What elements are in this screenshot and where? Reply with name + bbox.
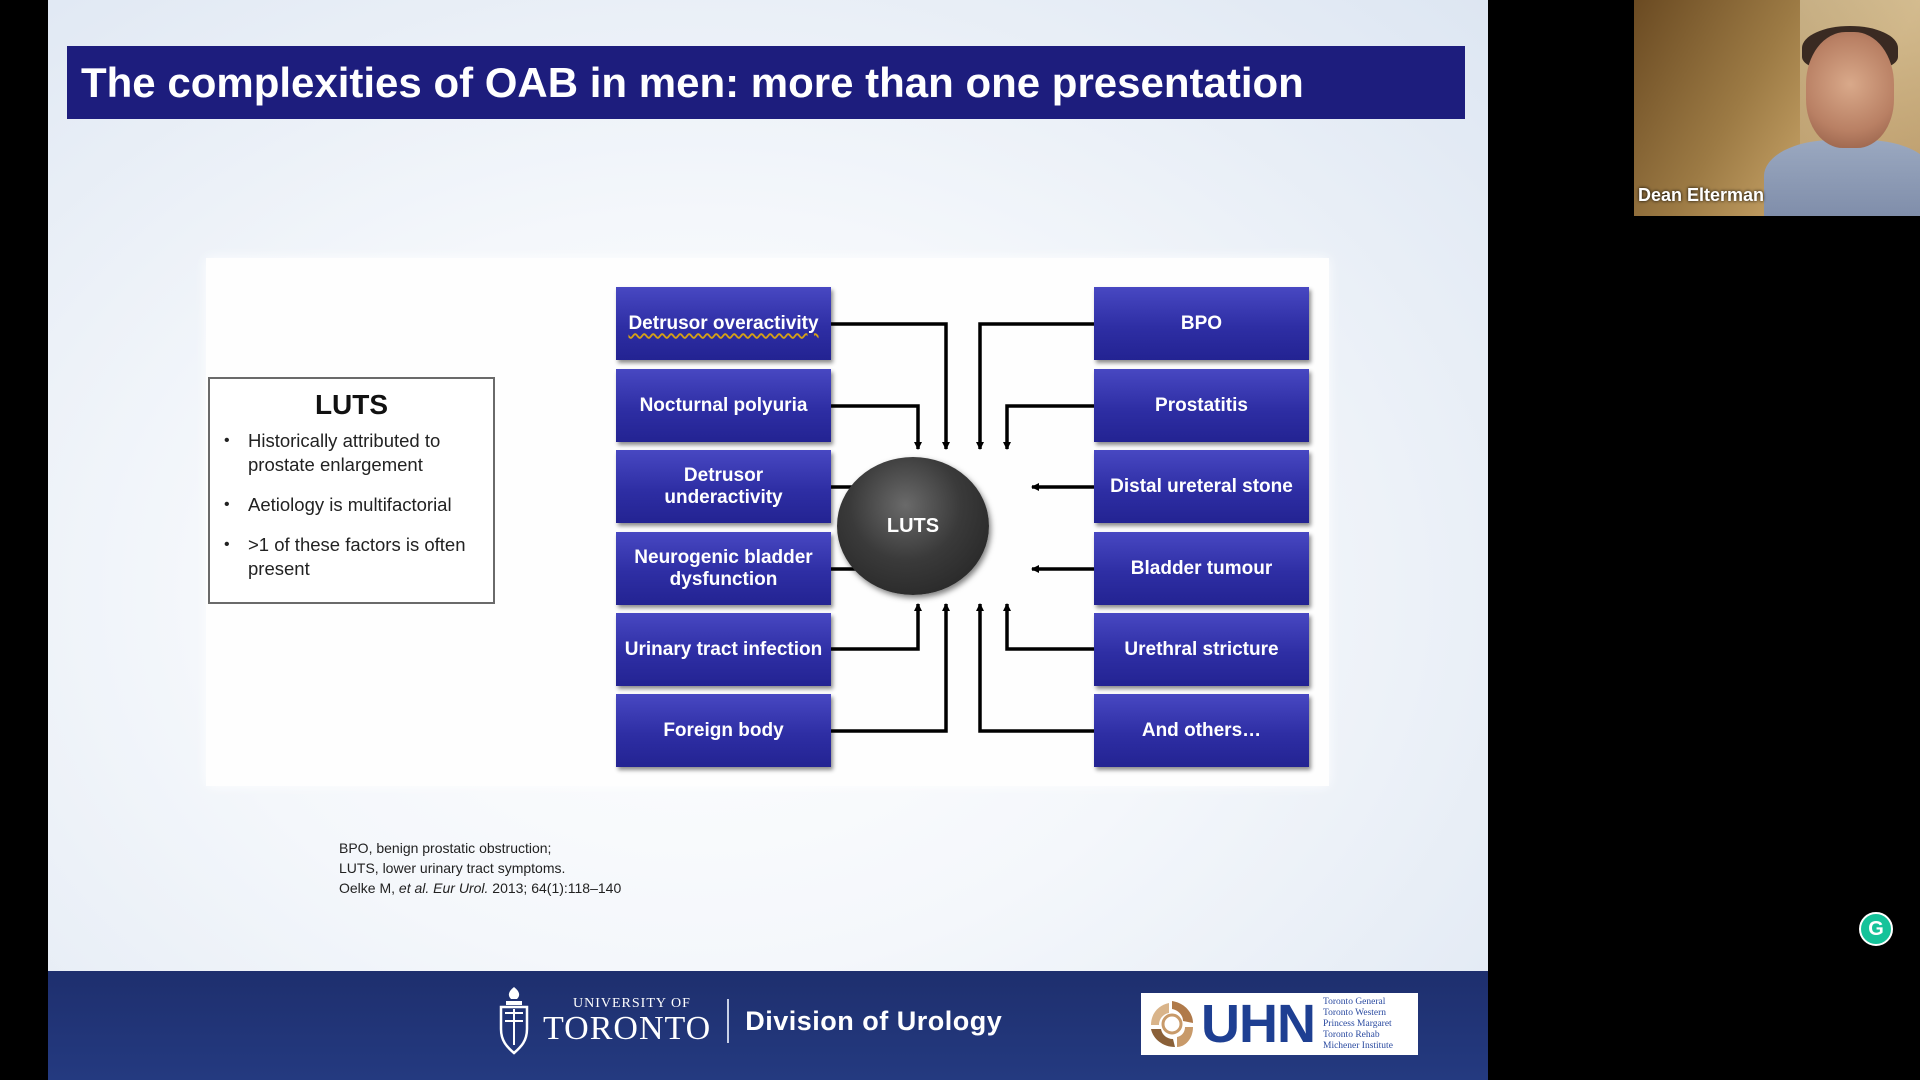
uhn-swirl-icon [1151, 1001, 1193, 1047]
uhn-logo: UHN Toronto General Toronto Western Prin… [1141, 993, 1418, 1055]
uhn-site: Toronto General [1323, 996, 1386, 1007]
center-luts-circle: LUTS [837, 457, 989, 595]
uhn-site: Toronto Western [1323, 1007, 1387, 1018]
factor-and-others: And others… [1094, 694, 1309, 767]
factor-detrusor-underactivity: Detrusor underactivity [616, 450, 831, 523]
luts-bullet: Aetiology is multifactorial [224, 493, 483, 517]
arrow-detrusor-overactivity [831, 322, 950, 450]
luts-info-box: LUTS Historically attributed to prostate… [208, 377, 495, 604]
luts-bullet-list: Historically attributed to prostate enla… [210, 429, 493, 581]
luts-bullet: Historically attributed to prostate enla… [224, 429, 483, 477]
arrow-and-others [976, 603, 1094, 733]
footer-separator [727, 999, 730, 1043]
factor-foreign-body: Foreign body [616, 694, 831, 767]
arrow-nocturnal-polyuria [831, 404, 922, 450]
arrow-bpo [976, 322, 1094, 450]
footnote-reference: Oelke M, et al. Eur Urol. 2013; 64(1):11… [339, 878, 621, 898]
uoft-crest-icon [499, 987, 529, 1055]
grammarly-button[interactable]: G [1859, 912, 1893, 946]
participant-shirt [1764, 140, 1920, 216]
factor-bladder-tumour: Bladder tumour [1094, 532, 1309, 605]
uhn-site: Toronto Rehab [1323, 1029, 1380, 1040]
uoft-wordmark: UNIVERSITY OF TORONTO [543, 996, 711, 1046]
slide-footnotes: BPO, benign prostatic obstruction; LUTS,… [339, 838, 621, 898]
luts-box-heading: LUTS [314, 389, 389, 420]
factor-nocturnal-polyuria: Nocturnal polyuria [616, 369, 831, 442]
factor-prostatitis: Prostatitis [1094, 369, 1309, 442]
participant-video-tile[interactable]: Dean Elterman [1634, 0, 1920, 216]
factor-label: Detrusor overactivity [628, 312, 819, 334]
uhn-sites: Toronto General Toronto Western Princess… [1323, 997, 1393, 1052]
participant-name: Dean Elterman [1638, 185, 1765, 205]
footnote-line: BPO, benign prostatic obstruction; [339, 840, 552, 856]
footnote-line: LUTS, lower urinary tract symptoms. [339, 860, 566, 876]
participant-face [1806, 32, 1894, 148]
factor-label: Neurogenic bladder dysfunction [634, 546, 813, 590]
uhn-site: Michener Institute [1323, 1040, 1393, 1051]
ref-etal: et al. Eur Urol. [398, 880, 489, 896]
arrow-urinary-tract-infection [831, 603, 922, 651]
factor-label: Detrusor underactivity [664, 464, 783, 508]
division-of-urology: Division of Urology [745, 1005, 1003, 1036]
arrow-urethral-stricture [1003, 603, 1094, 651]
uoft-line1: UNIVERSITY OF [573, 996, 691, 1011]
uhn-letters: UHN [1201, 994, 1316, 1054]
arrow-prostatitis [1003, 404, 1094, 450]
factor-bpo: BPO [1094, 287, 1309, 360]
ref-rest: 2013; 64(1):118–140 [488, 880, 622, 896]
ref-author: Oelke M, [339, 880, 399, 896]
slide-title: The complexities of OAB in men: more tha… [67, 46, 1465, 119]
arrow-foreign-body [831, 603, 950, 733]
factor-urinary-tract-infection: Urinary tract infection [616, 613, 831, 686]
uhn-site: Princess Margaret [1323, 1018, 1392, 1029]
luts-bullet: >1 of these factors is often present [224, 533, 483, 581]
factor-detrusor-overactivity: Detrusor overactivity [616, 287, 831, 360]
uoft-line2: TORONTO [543, 1010, 712, 1047]
factor-distal-ureteral-stone: Distal ureteral stone [1094, 450, 1309, 523]
factor-urethral-stricture: Urethral stricture [1094, 613, 1309, 686]
factor-neurogenic-bladder-dysfunction: Neurogenic bladder dysfunction [616, 532, 831, 605]
uoft-logo-group: UNIVERSITY OF TORONTO Division of Urolog… [497, 985, 1002, 1057]
